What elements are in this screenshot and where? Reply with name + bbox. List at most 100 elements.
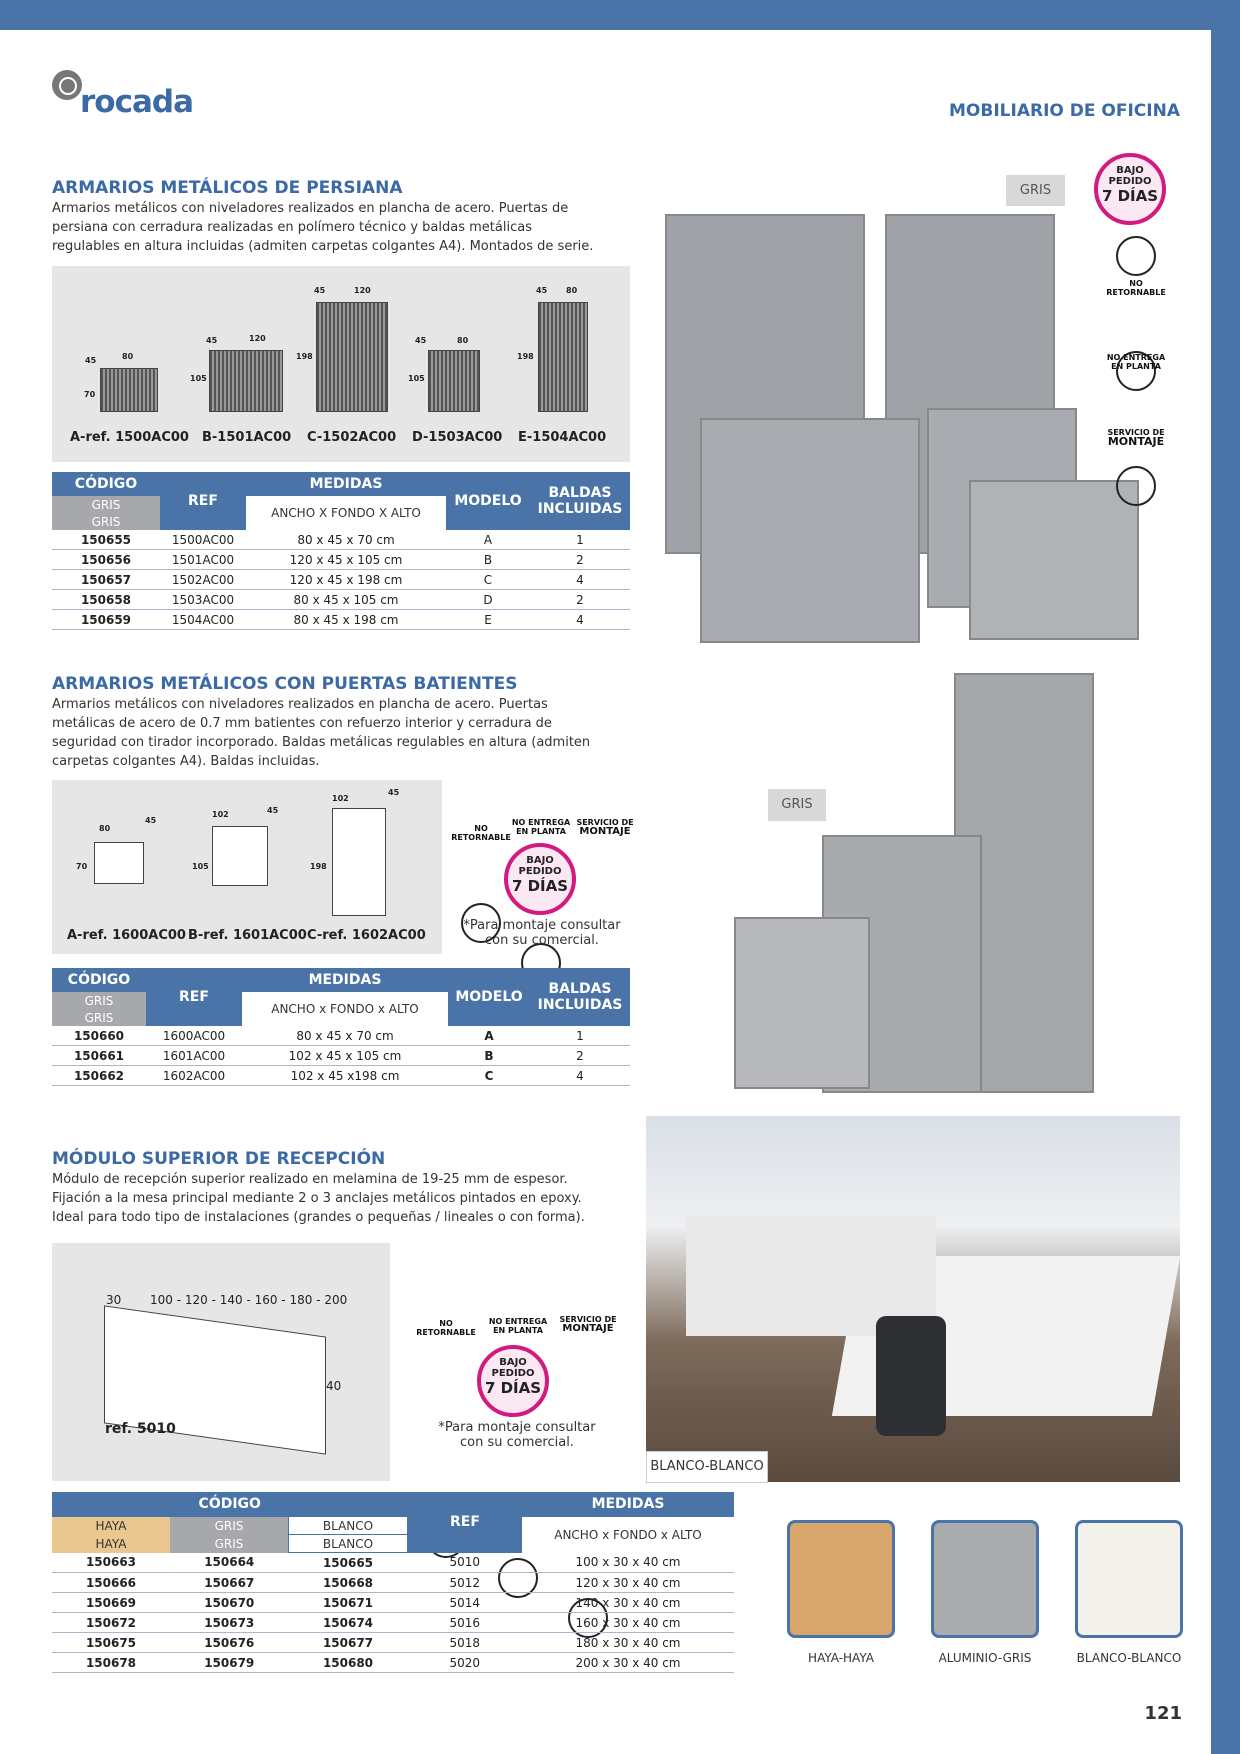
col-codigo: CÓDIGO [52, 968, 146, 992]
col-medidas: MEDIDAS [246, 472, 446, 496]
no-return-icon [461, 903, 501, 943]
drawing-ref: ref. 5010 [105, 1421, 176, 1437]
drawing-cabinet-b [209, 350, 283, 412]
drawing-ref-b: B-1501AC00 [202, 430, 292, 445]
drawing-ref-a: A-ref. 1600AC00 [67, 928, 186, 943]
page-header: MOBILIARIO DE OFICINA [949, 101, 1180, 121]
col-codigo: CÓDIGO [52, 1492, 408, 1517]
dim-height: 198 [310, 862, 327, 871]
col-gris: GRIS [170, 1516, 289, 1535]
dim-height: 105 [190, 374, 207, 383]
color-label: GRIS [768, 789, 826, 821]
col-ref: REF [160, 472, 246, 530]
top-band [0, 0, 1240, 30]
drawing-ref-c: C-ref. 1602AC00 [307, 928, 426, 943]
assembly-note: *Para montaje consultar con su comercial… [438, 1420, 596, 1450]
cabinet-small [734, 917, 870, 1089]
col-ref: REF [146, 968, 242, 1026]
side-band [1211, 0, 1240, 1754]
dim-depth: 45 [267, 806, 279, 815]
drawing-cabinet-c [316, 302, 388, 412]
drawing-recepcion: 30 100 - 120 - 140 - 160 - 180 - 200 40 … [52, 1243, 390, 1481]
drawings-persiana: 45 80 70 A-ref. 1500AC00 45 120 105 B-15… [52, 266, 630, 462]
col-codigo: CÓDIGO [52, 472, 160, 496]
dim-height: 105 [408, 374, 425, 383]
dim-height: 198 [296, 352, 313, 361]
assembly-service-icon [1116, 466, 1156, 506]
bajo-pedido-badge: BAJO PEDIDO 7 DÍAS [504, 843, 576, 915]
dim-depth: 45 [85, 356, 97, 365]
drawing-cabinet-b [212, 826, 268, 886]
dim-height: 105 [192, 862, 209, 871]
drawing-ref-b: B-ref. 1601AC00 [188, 928, 307, 943]
col-dims: ANCHO X FONDO X ALTO [246, 496, 446, 530]
section-title-recepcion: MÓDULO SUPERIOR DE RECEPCIÓN [52, 1149, 386, 1169]
dim-widths: 100 - 120 - 140 - 160 - 180 - 200 [150, 1293, 348, 1307]
swatch-label: ALUMINIO-GRIS [938, 1651, 1032, 1665]
no-return-icon [1116, 236, 1156, 276]
product-photo-persiana [655, 200, 1139, 650]
page-number: 121 [1144, 1703, 1182, 1724]
dim-depth: 45 [388, 788, 400, 797]
cabinet-medium [700, 418, 920, 643]
table-persiana: CÓDIGO REF MEDIDAS MODELO BALDAS INCLUID… [52, 472, 630, 630]
col-baldas: BALDAS INCLUIDAS [530, 472, 630, 530]
drawing-cabinet-a [94, 842, 144, 884]
product-photo-batientes [730, 665, 1110, 1095]
drawing-ref-a: A-ref. 1500AC00 [70, 430, 189, 445]
section-title-persiana: ARMARIOS METÁLICOS DE PERSIANA [52, 178, 403, 198]
dim-height: 70 [76, 862, 88, 871]
col-dims: ANCHO x FONDO x ALTO [242, 992, 448, 1026]
office-chair [876, 1316, 946, 1436]
no-delivery-icon [1116, 351, 1156, 391]
col-haya: HAYA [52, 1534, 170, 1553]
col-haya: HAYA [52, 1516, 170, 1535]
swatch-aluminio [931, 1520, 1039, 1638]
table-recepcion: CÓDIGO REF MEDIDAS HAYA GRIS BLANCO ANCH… [52, 1492, 734, 1673]
section-title-batientes: ARMARIOS METÁLICOS CON PUERTAS BATIENTES [52, 674, 518, 694]
dim-width: 80 [566, 286, 578, 295]
col-modelo: MODELO [448, 968, 530, 1026]
dim-depth: 45 [536, 286, 548, 295]
office-photo [646, 1116, 1180, 1482]
dim-width: 102 [332, 794, 349, 803]
col-blanco: BLANCO [288, 1516, 408, 1535]
dim-depth: 45 [314, 286, 326, 295]
drawing-ref-e: E-1504AC00 [518, 430, 607, 445]
col-modelo: MODELO [446, 472, 530, 530]
dim-width: 120 [249, 334, 266, 343]
swatch-haya [787, 1520, 895, 1638]
color-label: GRIS [1006, 175, 1065, 206]
swatch-label: HAYA-HAYA [808, 1651, 874, 1665]
col-blanco: BLANCO [288, 1534, 408, 1553]
dim-height: 40 [326, 1379, 342, 1393]
dim-depth: 30 [106, 1293, 122, 1307]
dim-depth: 45 [415, 336, 427, 345]
col-dims: ANCHO x FONDO x ALTO [522, 1516, 734, 1553]
swatch-blanco [1075, 1520, 1183, 1638]
section-desc-batientes: Armarios metálicos con niveladores reali… [52, 697, 591, 769]
logo-icon [52, 70, 82, 100]
dim-width: 120 [354, 286, 371, 295]
col-gris: GRIS [170, 1534, 289, 1553]
col-gris: GRIS [52, 992, 146, 1009]
col-gris: GRIS [52, 513, 160, 530]
swatch-label: BLANCO-BLANCO [1076, 1651, 1182, 1665]
cabinet-small [969, 480, 1139, 640]
